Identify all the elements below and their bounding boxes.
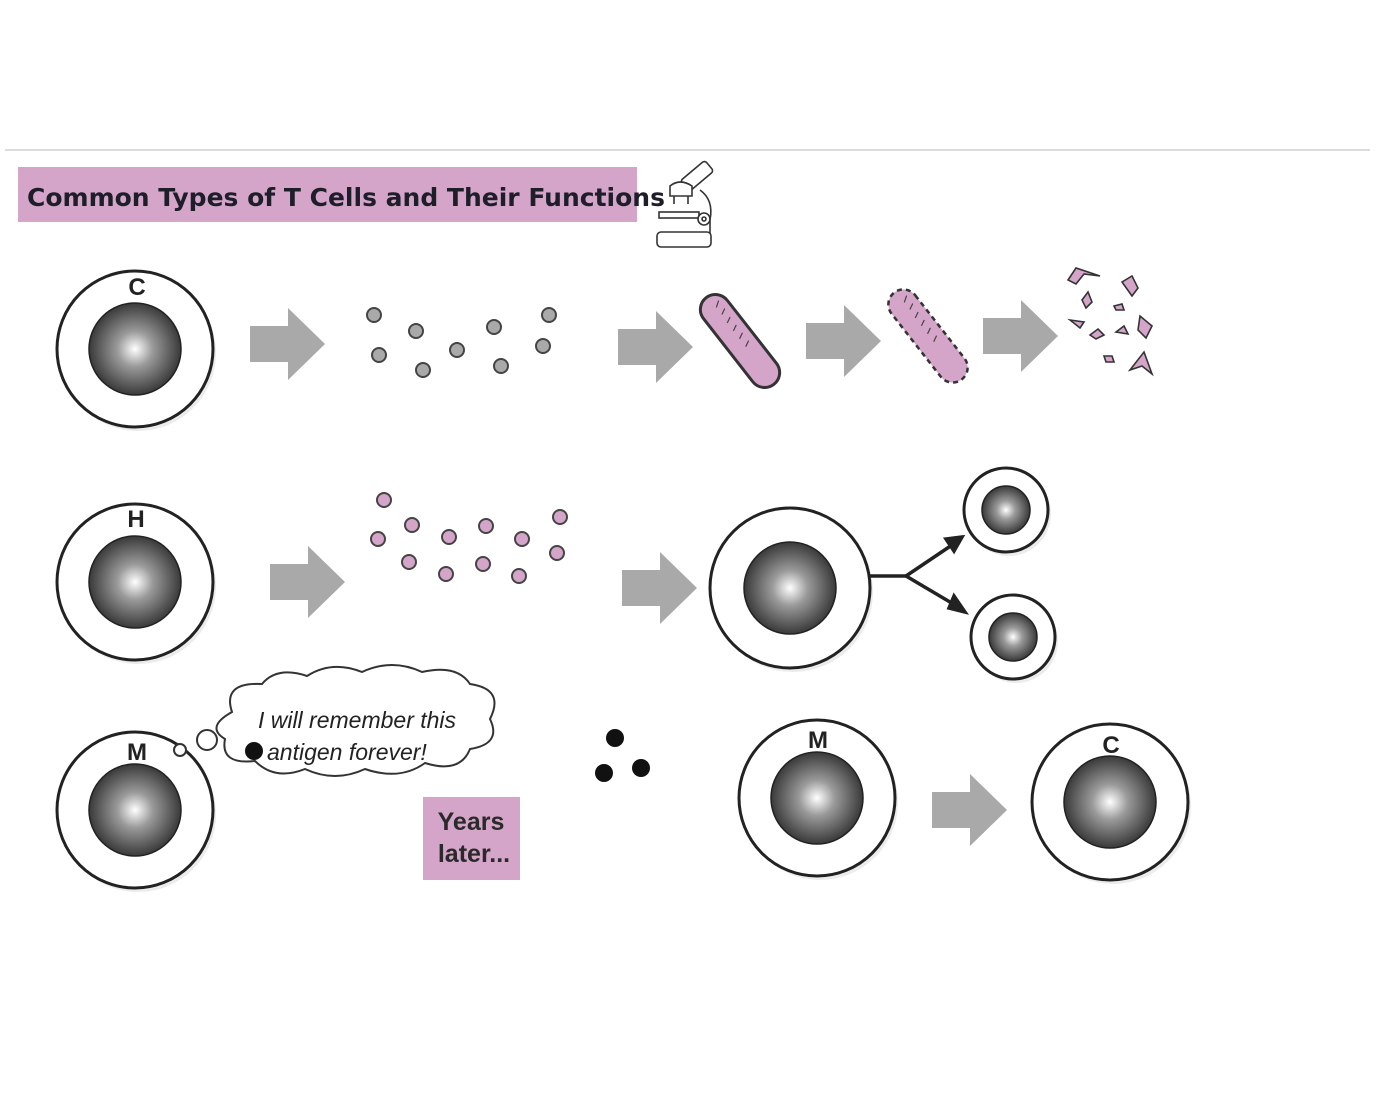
nucleus bbox=[743, 541, 837, 635]
process-arrow bbox=[983, 300, 1058, 372]
cytokine-dot bbox=[401, 554, 417, 570]
title-text: Common Types of T Cells and Their Functi… bbox=[27, 183, 665, 212]
microscope-icon bbox=[656, 160, 714, 248]
cytotoxic-cell bbox=[55, 269, 216, 431]
antigen-dot bbox=[632, 759, 650, 777]
cytotoxin-granule bbox=[541, 307, 557, 323]
cytotoxin-granule bbox=[449, 342, 465, 358]
cytotoxic-cell-label: C bbox=[128, 274, 145, 301]
cytokine-dot bbox=[441, 529, 457, 545]
memory-cell-recall bbox=[737, 718, 898, 880]
cytotoxin-granule bbox=[535, 338, 551, 354]
activated-helper-cell bbox=[708, 506, 873, 672]
process-arrow bbox=[622, 552, 697, 624]
cytokine-dot bbox=[511, 568, 527, 584]
bacterium-fragments bbox=[1066, 267, 1154, 377]
cytotoxin-granule bbox=[371, 347, 387, 363]
cytotoxin-granule bbox=[415, 362, 431, 378]
process-arrow bbox=[250, 308, 325, 380]
years-later-box: Years later... bbox=[423, 797, 520, 880]
process-arrow bbox=[618, 311, 693, 383]
daughter-cell bbox=[969, 593, 1058, 683]
process-arrow bbox=[806, 305, 881, 377]
nucleus bbox=[88, 535, 182, 629]
nucleus bbox=[88, 302, 182, 396]
nucleus bbox=[981, 485, 1031, 535]
cytokine-dot bbox=[475, 556, 491, 572]
cytokine-dot bbox=[376, 492, 392, 508]
division-arrows bbox=[868, 534, 970, 615]
process-arrow bbox=[932, 774, 1007, 846]
nucleus bbox=[770, 751, 864, 845]
cytokine-dot bbox=[370, 531, 386, 547]
cytokine-dot bbox=[514, 531, 530, 547]
helper-cell-label: H bbox=[127, 506, 144, 533]
thought-bubble bbox=[173, 664, 496, 777]
cytokine-dot bbox=[549, 545, 565, 561]
cytokine-dot bbox=[404, 517, 420, 533]
cytotoxin-granule bbox=[408, 323, 424, 339]
memory-cell-label: M bbox=[127, 739, 147, 766]
process-arrow bbox=[270, 546, 345, 618]
cytokine-dot bbox=[478, 518, 494, 534]
bacterium-intact bbox=[698, 292, 782, 390]
daughter-cell bbox=[962, 466, 1051, 556]
cytokine-dot bbox=[552, 509, 568, 525]
bacterium-perforated bbox=[887, 288, 969, 384]
result-cell-label: C bbox=[1102, 732, 1119, 759]
memory-cell-2-label: M bbox=[808, 727, 828, 754]
later-text: later... bbox=[438, 840, 510, 868]
cytotoxin-granule bbox=[493, 358, 509, 374]
antigen-dot bbox=[245, 742, 263, 760]
antigen-dot bbox=[595, 764, 613, 782]
antigen-dot bbox=[606, 729, 624, 747]
thought-line-1: I will remember this bbox=[258, 707, 457, 733]
cytotoxin-granule bbox=[366, 307, 382, 323]
nucleus bbox=[1063, 755, 1157, 849]
nucleus bbox=[88, 763, 182, 857]
cytotoxin-granule bbox=[486, 319, 502, 335]
years-text: Years bbox=[438, 808, 505, 836]
new-cytotoxic-cell bbox=[1030, 722, 1191, 884]
thought-line-2: antigen forever! bbox=[267, 739, 427, 765]
title-banner: Common Types of T Cells and Their Functi… bbox=[18, 167, 665, 222]
helper-cell bbox=[55, 502, 216, 664]
memory-cell bbox=[55, 730, 216, 892]
nucleus bbox=[988, 612, 1038, 662]
cytokine-dot bbox=[438, 566, 454, 582]
